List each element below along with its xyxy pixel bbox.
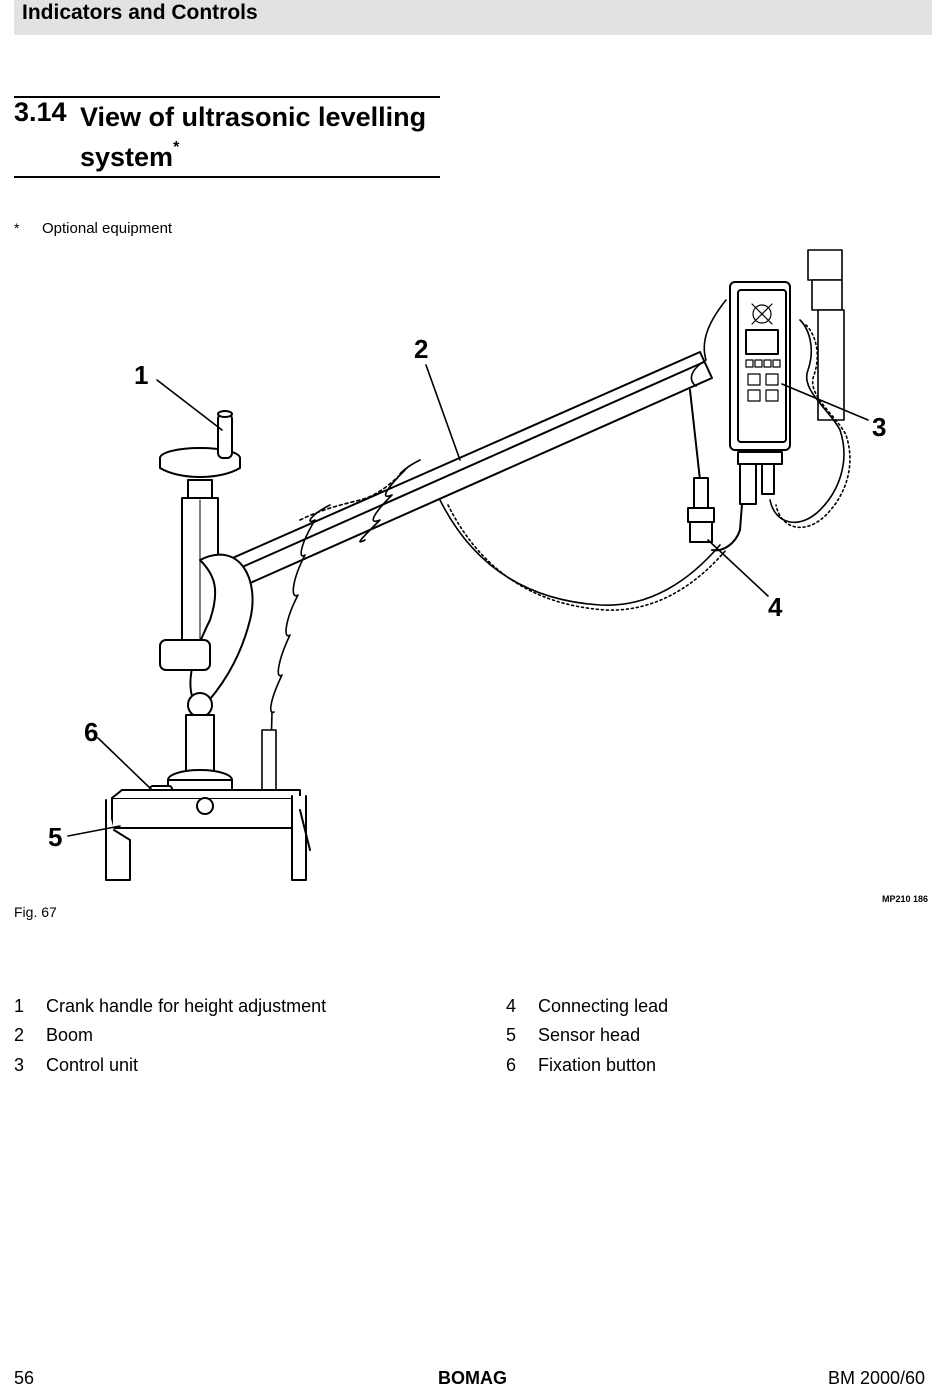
legend-number: 2 bbox=[14, 1025, 25, 1045]
legend-text: Connecting lead bbox=[538, 996, 669, 1016]
callout-3: 3 bbox=[872, 412, 886, 442]
footnote-mark: * bbox=[14, 220, 20, 236]
lower-coiled-cable bbox=[439, 499, 727, 611]
figure-caption: Fig. 67 bbox=[14, 904, 57, 920]
legend-text: Crank handle for height adjustment bbox=[46, 996, 327, 1016]
header-bar: Indicators and Controls bbox=[14, 0, 932, 35]
control-unit-mount bbox=[690, 249, 851, 529]
control-unit bbox=[729, 281, 791, 505]
section-title: View of ultrasonic levelling system* bbox=[80, 97, 440, 177]
legend-text: Fixation button bbox=[538, 1055, 657, 1075]
stand-column bbox=[159, 447, 254, 797]
boom bbox=[227, 351, 713, 585]
footnote-text: Optional equipment bbox=[42, 220, 173, 237]
callout-5: 5 bbox=[48, 822, 62, 852]
callout-1: 1 bbox=[134, 360, 148, 390]
legend-number: 4 bbox=[506, 996, 517, 1016]
callout-6: 6 bbox=[84, 717, 98, 747]
header-title: Indicators and Controls bbox=[22, 1, 258, 24]
legend-text: Sensor head bbox=[538, 1025, 641, 1045]
footer-model: BM 2000/60 bbox=[828, 1368, 926, 1388]
footer-brand: BOMAG bbox=[438, 1368, 507, 1388]
figure-ultrasonic-levelling-system: 1 2 3 4 5 6 bbox=[48, 249, 886, 881]
coiled-cable bbox=[261, 459, 421, 791]
section-bottom-rule bbox=[14, 176, 440, 178]
callout-4: 4 bbox=[768, 592, 783, 622]
legend-number: 3 bbox=[14, 1055, 25, 1075]
section-top-rule bbox=[14, 96, 440, 98]
crank-handle bbox=[217, 410, 233, 459]
legend-text: Control unit bbox=[46, 1055, 139, 1075]
section-number: 3.14 bbox=[14, 97, 67, 127]
legend-number: 1 bbox=[14, 996, 25, 1016]
callout-2: 2 bbox=[414, 334, 428, 364]
connecting-lead bbox=[687, 389, 743, 552]
footer-page-number: 56 bbox=[14, 1368, 35, 1388]
section-title-text: View of ultrasonic levelling system bbox=[80, 102, 427, 172]
section-title-mark: * bbox=[173, 139, 180, 156]
figure-code: MP210 186 bbox=[882, 894, 929, 904]
legend-number: 6 bbox=[506, 1055, 517, 1075]
legend-number: 5 bbox=[506, 1025, 517, 1045]
legend-text: Boom bbox=[46, 1025, 94, 1045]
sensor-head bbox=[105, 789, 311, 881]
leader-lines bbox=[67, 364, 869, 837]
